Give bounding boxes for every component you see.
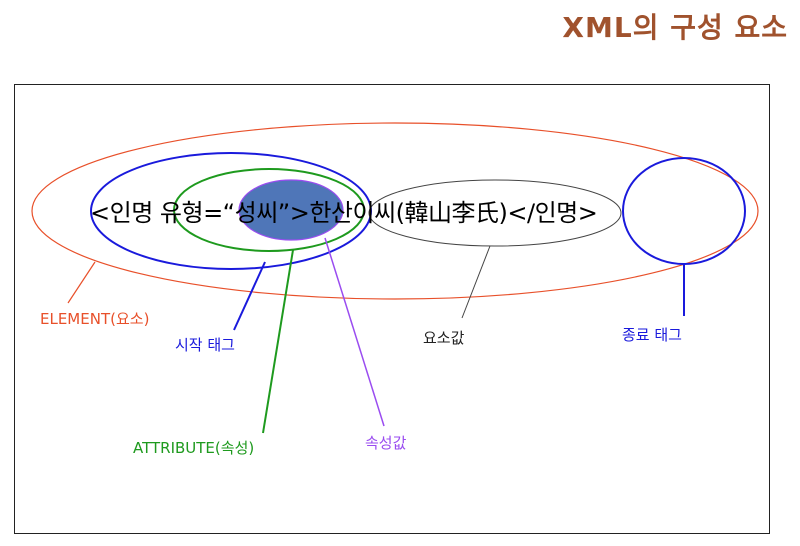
end-tag-ellipse <box>622 157 746 265</box>
start-tag-ellipse <box>90 152 372 270</box>
attribute-ellipse <box>173 168 365 252</box>
element-value-label: 요소값 <box>423 329 465 347</box>
start-tag-label: 시작 태그 <box>175 336 235 354</box>
element-value-ellipse <box>368 179 622 247</box>
attribute-connector <box>262 249 294 434</box>
element-value-text: 한산이씨(韓山李氏) <box>309 199 508 227</box>
open-tag-prefix: <인명 <box>90 199 160 227</box>
attribute-value-label: 속성값 <box>365 434 407 452</box>
diagram-frame <box>14 84 770 534</box>
element-label: ELEMENT(요소) <box>40 310 150 328</box>
attribute-value-connector <box>324 237 385 427</box>
end-tag-label: 종료 태그 <box>622 326 682 344</box>
start-tag-connector <box>233 261 266 331</box>
open-tag-end: > <box>289 199 310 227</box>
attribute-label: ATTRIBUTE(속성) <box>133 439 255 457</box>
element-ellipse <box>31 122 759 300</box>
attribute-quote-close: ” <box>277 199 290 227</box>
element-connector <box>67 261 96 304</box>
element-value-connector <box>461 245 491 319</box>
attribute-value-text: 성씨 <box>234 199 279 227</box>
xml-code-line: <인명 유형=“성씨”>한산이씨(韓山李氏)</인명> <box>90 193 598 228</box>
attribute-name: 유형=“ <box>159 199 235 227</box>
diagram-title: XML의 구성 요소 <box>562 11 788 44</box>
attribute-value-ellipse <box>238 179 344 241</box>
close-tag-text: </인명> <box>507 199 598 227</box>
